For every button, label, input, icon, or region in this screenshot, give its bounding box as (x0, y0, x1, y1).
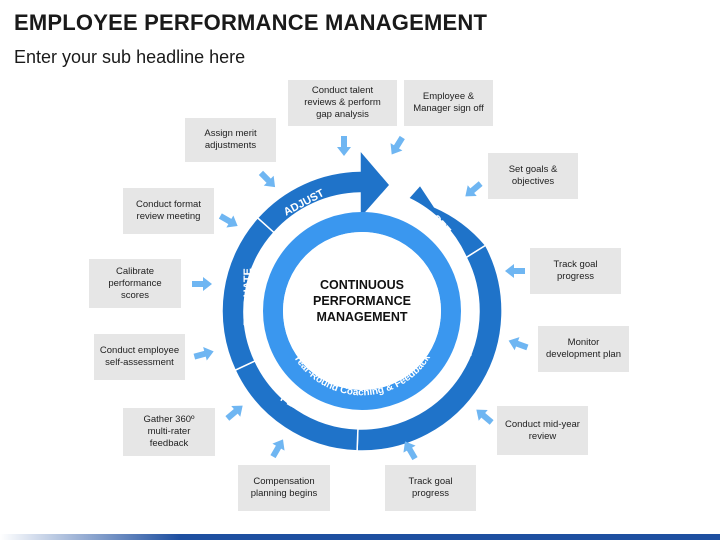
box-gather-360-feedback: Gather 360º multi-rater feedback (123, 408, 215, 456)
center-label-line3: MANAGEMENT (317, 310, 408, 324)
box-track-goal-progress-bottom: Track goal progress (385, 465, 476, 511)
box-conduct-format-review: Conduct format review meeting (123, 188, 214, 234)
box-track-goal-progress-right: Track goal progress (530, 248, 621, 294)
box-calibrate-scores: Calibrate performance scores (89, 259, 181, 308)
segment-label-evaluate: EVALUATE (242, 268, 254, 326)
arrow-icon (270, 439, 285, 459)
arrow-icon (465, 181, 483, 197)
footer-accent-bar (0, 534, 720, 540)
arrow-icon (225, 405, 243, 421)
arrow-icon (508, 337, 529, 351)
box-monitor-development-plan: Monitor development plan (538, 326, 629, 372)
box-compensation-planning: Compensation planning begins (238, 465, 330, 511)
box-employee-manager-signoff: Employee & Manager sign off (404, 80, 493, 126)
page-subtitle: Enter your sub headline here (14, 47, 246, 67)
inner-ring (263, 212, 461, 410)
arrow-icon (337, 136, 351, 156)
arrow-icon (258, 170, 276, 188)
arrow-icon (192, 277, 212, 291)
page-title: EMPLOYEE PERFORMANCE MANAGEMENT (14, 10, 488, 35)
center-disc (283, 232, 441, 390)
arrow-icon (193, 346, 214, 361)
arrow-icon (218, 213, 238, 228)
segment-adjust (256, 147, 391, 234)
box-assign-merit: Assign merit adjustments (185, 118, 276, 162)
center-label-line1: CONTINUOUS (320, 278, 404, 292)
arrow-icon (505, 264, 525, 278)
box-conduct-talent-reviews: Conduct talent reviews & perform gap ana… (288, 80, 397, 126)
arrow-icon (476, 409, 494, 425)
arrow-icon (403, 441, 418, 461)
box-set-goals: Set goals & objectives (488, 153, 578, 199)
center-label-line2: PERFORMANCE (313, 294, 411, 308)
arrow-icon (390, 135, 405, 155)
box-self-assessment: Conduct employee self-assessment (94, 334, 185, 380)
box-mid-year-review: Conduct mid-year review (497, 406, 588, 455)
